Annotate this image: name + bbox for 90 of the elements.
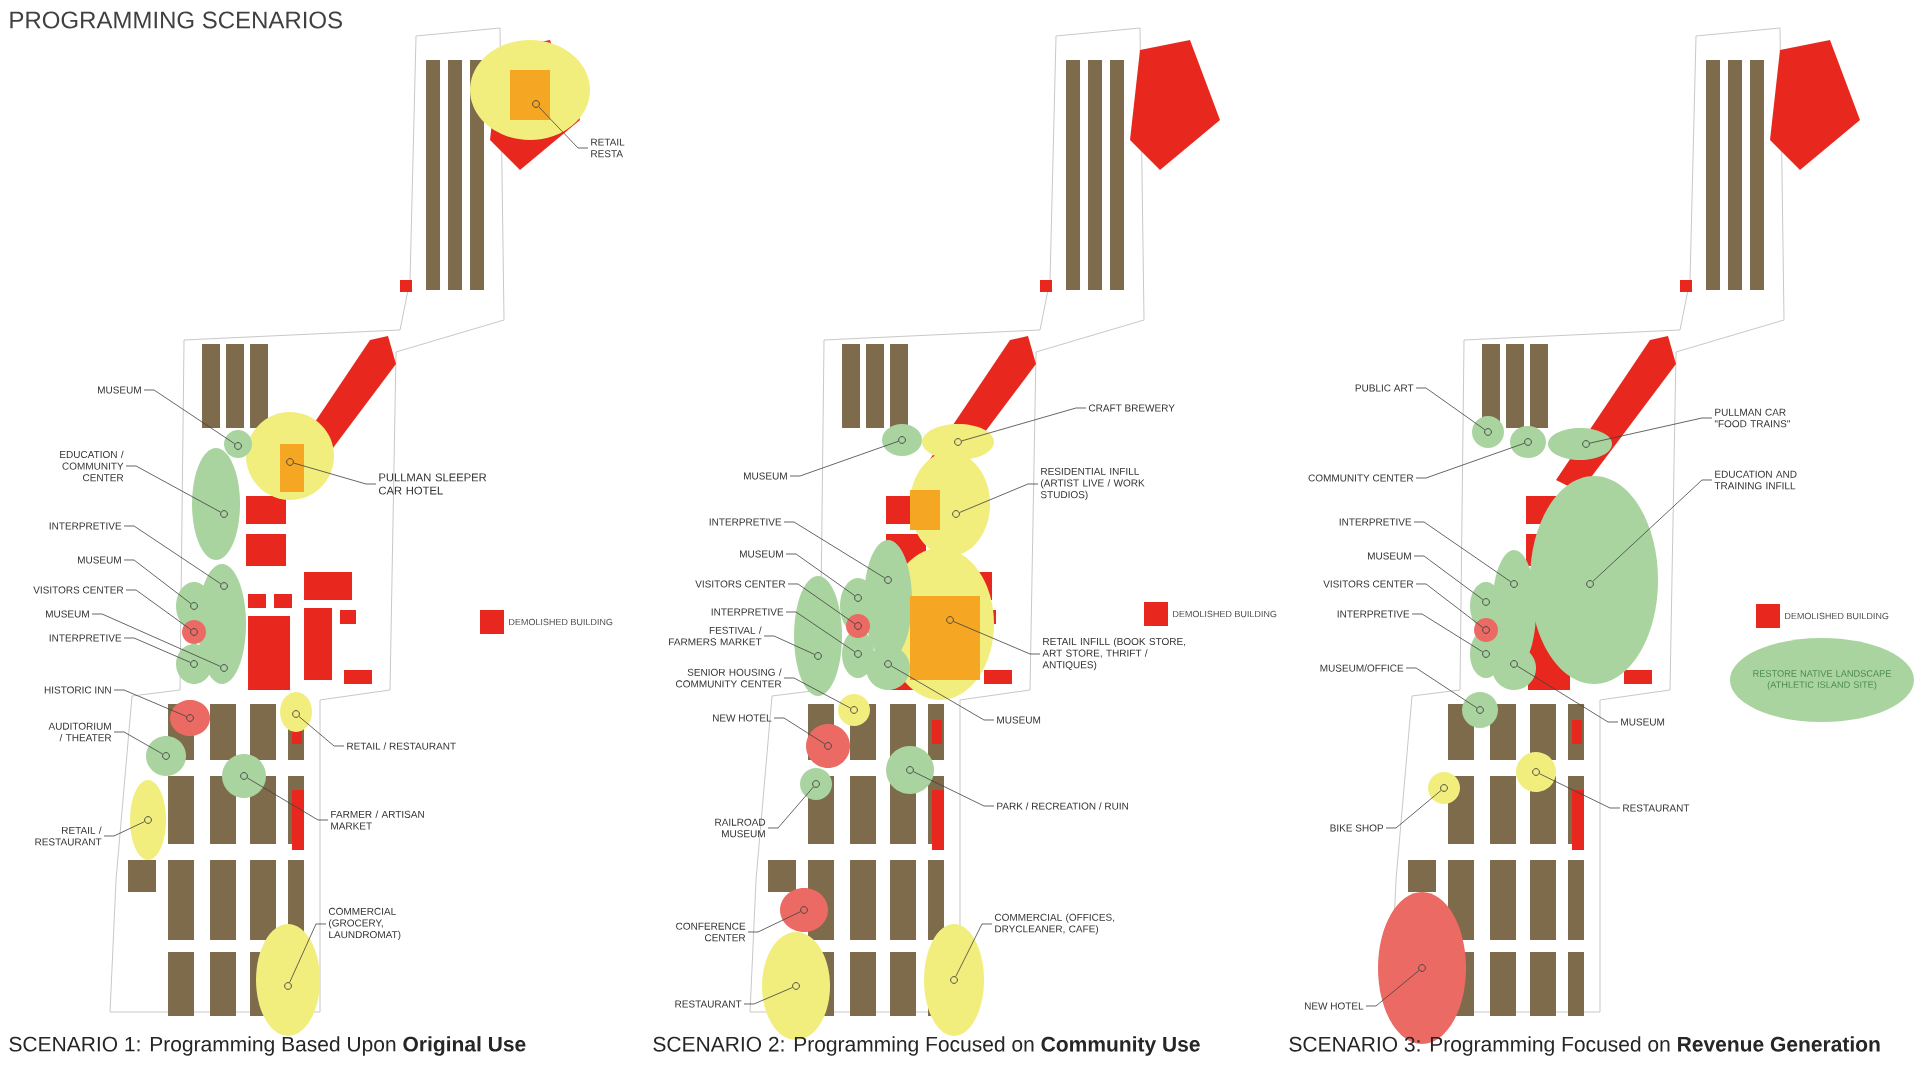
leader-line <box>1415 387 1486 431</box>
marker-ring <box>854 594 862 602</box>
leader-line <box>767 786 814 829</box>
leader-line <box>787 583 856 625</box>
leader-line <box>1415 583 1484 629</box>
leader-line <box>783 521 886 579</box>
leader-line <box>1411 613 1484 653</box>
leader-line <box>1413 521 1512 583</box>
marker-ring <box>190 660 198 668</box>
marker-ring <box>950 976 958 984</box>
marker-ring <box>854 650 862 658</box>
marker-ring <box>850 706 858 714</box>
leader-line <box>785 611 856 653</box>
leader-line <box>1413 555 1484 601</box>
marker-ring <box>824 742 832 750</box>
leader-line <box>123 637 191 663</box>
marker-ring <box>220 510 228 518</box>
leader-line <box>747 911 801 933</box>
leader-line <box>113 689 187 717</box>
leader-line <box>103 821 145 837</box>
marker-ring <box>1418 964 1426 972</box>
marker-ring <box>884 576 892 584</box>
marker-ring <box>1482 650 1490 658</box>
leader-line <box>890 665 995 721</box>
marker-ring <box>190 628 198 636</box>
leader-line <box>961 407 1087 442</box>
leader-line <box>1415 442 1525 479</box>
marker-ring <box>1586 580 1594 588</box>
leader-line <box>783 677 851 709</box>
leader-line <box>955 923 993 977</box>
leader-line <box>91 613 221 667</box>
marker-ring <box>854 622 862 630</box>
marker-ring <box>162 752 170 760</box>
marker-ring <box>1440 784 1448 792</box>
scenario-caption: SCENARIO 2: Programming Focused on Community Use <box>653 1036 1200 1056</box>
leader-line <box>763 635 815 655</box>
marker-ring <box>906 766 914 774</box>
leader-line <box>743 987 793 1005</box>
leader-line <box>289 923 327 983</box>
leader-line <box>785 553 856 597</box>
leader-line <box>143 389 236 445</box>
leader-line <box>246 777 329 821</box>
leader-line <box>1405 667 1478 709</box>
marker-ring <box>234 442 242 450</box>
leader-line <box>123 559 192 605</box>
leader-line <box>1539 773 1621 809</box>
leader-line <box>113 731 164 755</box>
marker-ring <box>812 780 820 788</box>
marker-ring <box>952 510 960 518</box>
marker-ring <box>1484 428 1492 436</box>
marker-ring <box>532 100 540 108</box>
leader-line <box>1589 417 1713 444</box>
marker-ring <box>884 660 892 668</box>
marker-ring <box>1482 598 1490 606</box>
title: PROGRAMMING SCENARIOS <box>10 11 342 29</box>
marker-ring <box>1582 440 1590 448</box>
marker-ring <box>1532 768 1540 776</box>
marker-ring <box>292 710 300 718</box>
marker-ring <box>1510 660 1518 668</box>
leader-line <box>773 717 826 745</box>
leader-line <box>1516 665 1619 723</box>
leader-line <box>123 525 222 585</box>
marker-ring <box>898 436 906 444</box>
marker-ring <box>946 616 954 624</box>
marker-ring <box>190 602 198 610</box>
marker-ring <box>220 664 228 672</box>
marker-ring <box>284 982 292 990</box>
leader-line <box>953 621 1041 655</box>
marker-ring <box>1510 580 1518 588</box>
leader-line <box>1365 970 1420 1007</box>
leader-line <box>125 465 222 513</box>
leader-line <box>913 771 995 807</box>
marker-ring <box>144 816 152 824</box>
leader-line <box>1592 479 1713 582</box>
marker-ring <box>814 652 822 660</box>
leader-line <box>1385 790 1442 829</box>
marker-ring <box>286 458 294 466</box>
marker-ring <box>954 438 962 446</box>
marker-ring <box>186 714 194 722</box>
marker-ring <box>800 906 808 914</box>
marker-ring <box>220 582 228 590</box>
marker-ring <box>1482 626 1490 634</box>
leader-line <box>125 589 192 631</box>
marker-ring <box>792 982 800 990</box>
marker-ring <box>1476 706 1484 714</box>
marker-ring <box>1524 438 1532 446</box>
leader-line <box>298 716 345 747</box>
scenario-caption: SCENARIO 1: Programming Based Upon Original Use <box>9 1036 526 1056</box>
marker-ring <box>240 772 248 780</box>
leader-line <box>789 440 899 477</box>
